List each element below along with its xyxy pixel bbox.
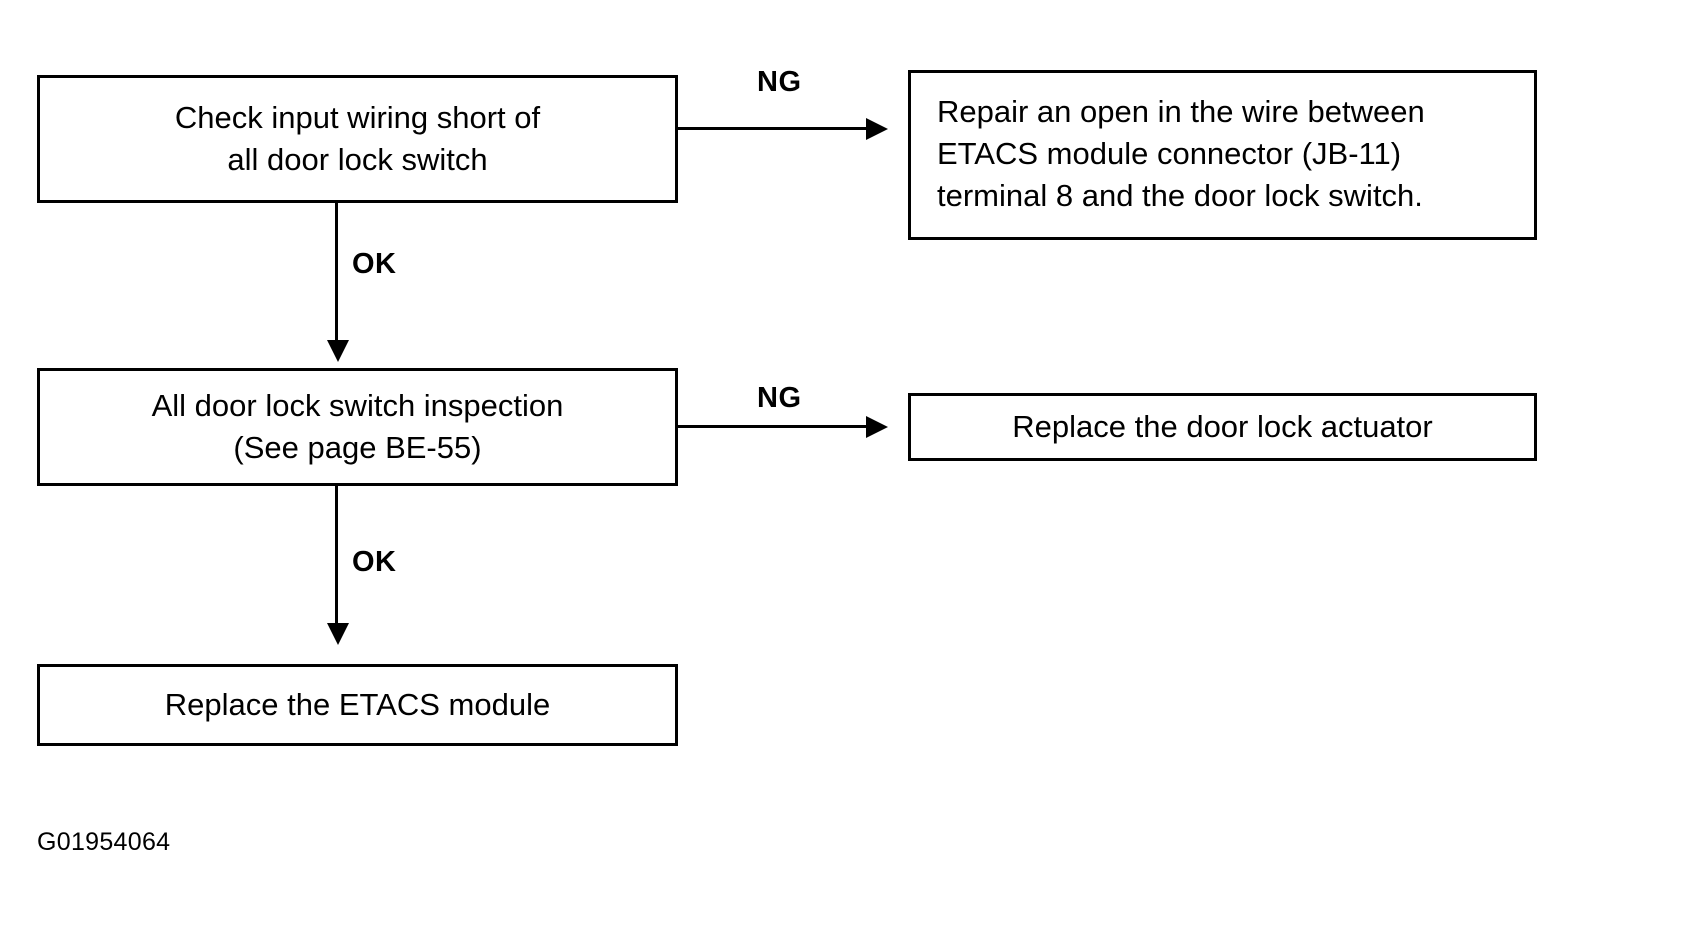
edge-label-ng-2: NG [757, 382, 802, 414]
arrowhead-right-icon [866, 416, 888, 438]
node-replace-etacs-module-label: Replace the ETACS module [164, 686, 551, 722]
connector-check-input-to-switch-inspection [335, 203, 338, 343]
connector-check-input-to-repair-open [678, 127, 878, 130]
node-all-door-lock-switch-inspection[interactable]: All door lock switch inspection (See pag… [37, 368, 678, 486]
node-check-input-wiring-short-label: Check input wiring short of all door loc… [174, 99, 541, 177]
figure-id-code: G01954064 [37, 828, 171, 856]
edge-label-ok-1: OK [352, 248, 397, 280]
edge-label-ng-1: NG [757, 66, 802, 98]
node-replace-etacs-module[interactable]: Replace the ETACS module [37, 664, 678, 746]
edge-label-ok-2: OK [352, 546, 397, 578]
connector-switch-inspection-to-replace-actuator [678, 425, 878, 428]
arrowhead-right-icon [866, 118, 888, 140]
node-all-door-lock-switch-inspection-label: All door lock switch inspection (See pag… [151, 387, 564, 465]
node-repair-open-in-wire[interactable]: Repair an open in the wire between ETACS… [908, 70, 1537, 240]
connector-switch-inspection-to-replace-etacs [335, 486, 338, 626]
node-check-input-wiring-short[interactable]: Check input wiring short of all door loc… [37, 75, 678, 203]
node-replace-door-lock-actuator-label: Replace the door lock actuator [1012, 408, 1433, 444]
node-replace-door-lock-actuator[interactable]: Replace the door lock actuator [908, 393, 1537, 461]
node-repair-open-in-wire-label: Repair an open in the wire between ETACS… [937, 94, 1425, 214]
arrowhead-down-icon [327, 340, 349, 362]
arrowhead-down-icon [327, 623, 349, 645]
